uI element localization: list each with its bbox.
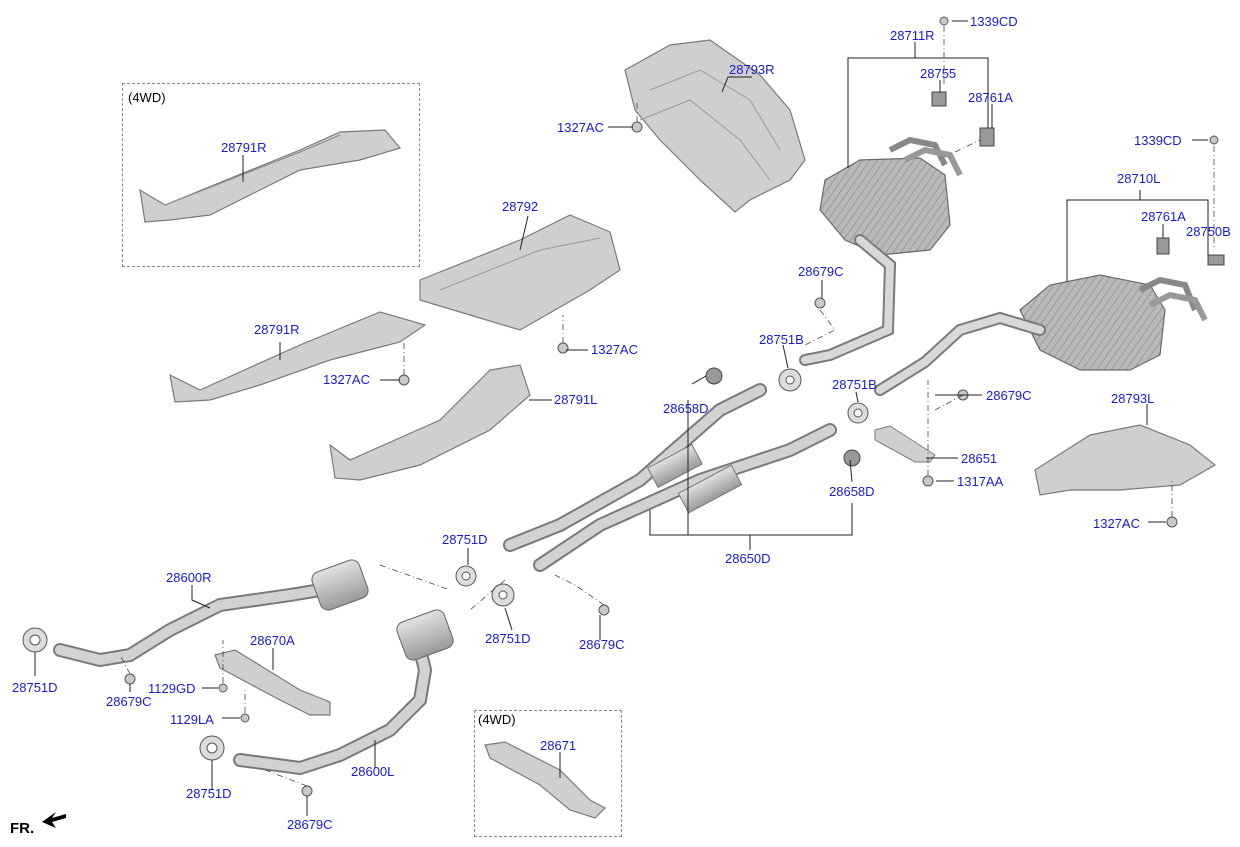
gasket-28751d-b[interactable] xyxy=(199,735,225,761)
label-28679c-e[interactable]: 28679C xyxy=(287,817,333,832)
label-28761a-b[interactable]: 28761A xyxy=(1141,209,1186,224)
label-1339cd-a[interactable]: 1339CD xyxy=(970,14,1018,29)
label-28679c-c[interactable]: 28679C xyxy=(579,637,625,652)
label-28651[interactable]: 28651 xyxy=(961,451,998,466)
label-1339cd-b[interactable]: 1339CD xyxy=(1134,133,1182,148)
label-28751b-b[interactable]: 28751B xyxy=(832,377,877,392)
rear-pipe-left xyxy=(874,311,1046,396)
option-box-4wd-top xyxy=(122,83,420,267)
hanger-28750b[interactable] xyxy=(1207,254,1225,266)
front-pipe-28600r[interactable] xyxy=(53,558,370,668)
option-note-4wd-bottom: (4WD) xyxy=(478,712,516,727)
gasket-28751d-d[interactable] xyxy=(491,583,515,607)
label-28755[interactable]: 28755 xyxy=(920,66,957,81)
label-28761a-a[interactable]: 28761A xyxy=(968,90,1013,105)
hanger-28761a-a[interactable] xyxy=(979,127,995,147)
label-1327ac-d[interactable]: 1327AC xyxy=(1093,516,1140,531)
gasket-28751b-b[interactable] xyxy=(847,402,869,424)
muffler-28710l[interactable] xyxy=(1019,274,1208,371)
label-28793l[interactable]: 28793L xyxy=(1111,391,1155,406)
label-28751d-c[interactable]: 28751D xyxy=(12,680,58,695)
hanger-28658d-b[interactable] xyxy=(843,449,861,467)
center-pipe-28650d[interactable] xyxy=(503,383,837,572)
hanger-28761a-b[interactable] xyxy=(1156,237,1170,255)
label-28711r[interactable]: 28711R xyxy=(890,28,935,43)
label-28658d-a[interactable]: 28658D xyxy=(663,401,709,416)
label-28751d-a[interactable]: 28751D xyxy=(442,532,488,547)
label-28751d-b[interactable]: 28751D xyxy=(485,631,531,646)
label-1317aa[interactable]: 1317AA xyxy=(957,474,1004,489)
label-1327ac-c[interactable]: 1327AC xyxy=(557,120,604,135)
leader-lines xyxy=(34,20,1209,816)
label-28793r[interactable]: 28793R xyxy=(729,62,775,77)
bracket-28671[interactable] xyxy=(484,741,606,819)
heat-shield-28792[interactable] xyxy=(419,214,621,331)
front-direction-label: FR. xyxy=(10,820,35,837)
label-28600r[interactable]: 28600R xyxy=(166,570,212,585)
label-1327ac-b[interactable]: 1327AC xyxy=(591,342,638,357)
heat-shield-28791r[interactable] xyxy=(169,311,427,403)
label-28751b-a[interactable]: 28751B xyxy=(759,332,804,347)
bracket-28670a[interactable] xyxy=(214,649,331,716)
label-28710l[interactable]: 28710L xyxy=(1117,171,1161,186)
label-28792[interactable]: 28792 xyxy=(502,199,539,214)
gasket-28751b-a[interactable] xyxy=(778,368,802,392)
label-28679c-a[interactable]: 28679C xyxy=(798,264,844,279)
label-28670a[interactable]: 28670A xyxy=(250,633,295,648)
label-28750b[interactable]: 28750B xyxy=(1186,224,1231,239)
front-arrow-icon xyxy=(42,812,66,828)
label-28791r-4wd[interactable]: 28791R xyxy=(221,140,267,155)
front-pipe-28600l[interactable] xyxy=(233,608,455,776)
option-note-4wd-top: (4WD) xyxy=(128,90,166,105)
hanger-28755[interactable] xyxy=(931,91,947,107)
label-28751d-d[interactable]: 28751D xyxy=(186,786,232,801)
option-box-4wd-bottom xyxy=(474,710,622,837)
bracket-28651[interactable] xyxy=(874,425,936,463)
label-28650d[interactable]: 28650D xyxy=(725,551,771,566)
label-1327ac-a[interactable]: 1327AC xyxy=(323,372,370,387)
rear-pipe-right xyxy=(799,234,897,366)
label-28791r[interactable]: 28791R xyxy=(254,322,300,337)
heat-shield-28793l[interactable] xyxy=(1034,424,1217,496)
heat-shield-28791r-4wd[interactable] xyxy=(139,129,402,223)
heat-shield-28791l[interactable] xyxy=(329,364,531,481)
label-1129gd[interactable]: 1129GD xyxy=(148,681,196,696)
label-28791l[interactable]: 28791L xyxy=(554,392,598,407)
label-28658d-b[interactable]: 28658D xyxy=(829,484,875,499)
label-1129la[interactable]: 1129LA xyxy=(170,712,214,727)
dash-lines xyxy=(119,26,1215,787)
gasket-28751d-a[interactable] xyxy=(22,627,48,653)
muffler-28711r[interactable] xyxy=(819,136,963,256)
label-28600l[interactable]: 28600L xyxy=(351,764,395,779)
label-28679c-b[interactable]: 28679C xyxy=(986,388,1032,403)
label-28679c-d[interactable]: 28679C xyxy=(106,694,152,709)
label-28671[interactable]: 28671 xyxy=(540,738,577,753)
heat-shield-28793r[interactable] xyxy=(624,39,806,213)
gasket-28751d-c[interactable] xyxy=(455,565,477,587)
hanger-28658d-a[interactable] xyxy=(705,367,723,385)
